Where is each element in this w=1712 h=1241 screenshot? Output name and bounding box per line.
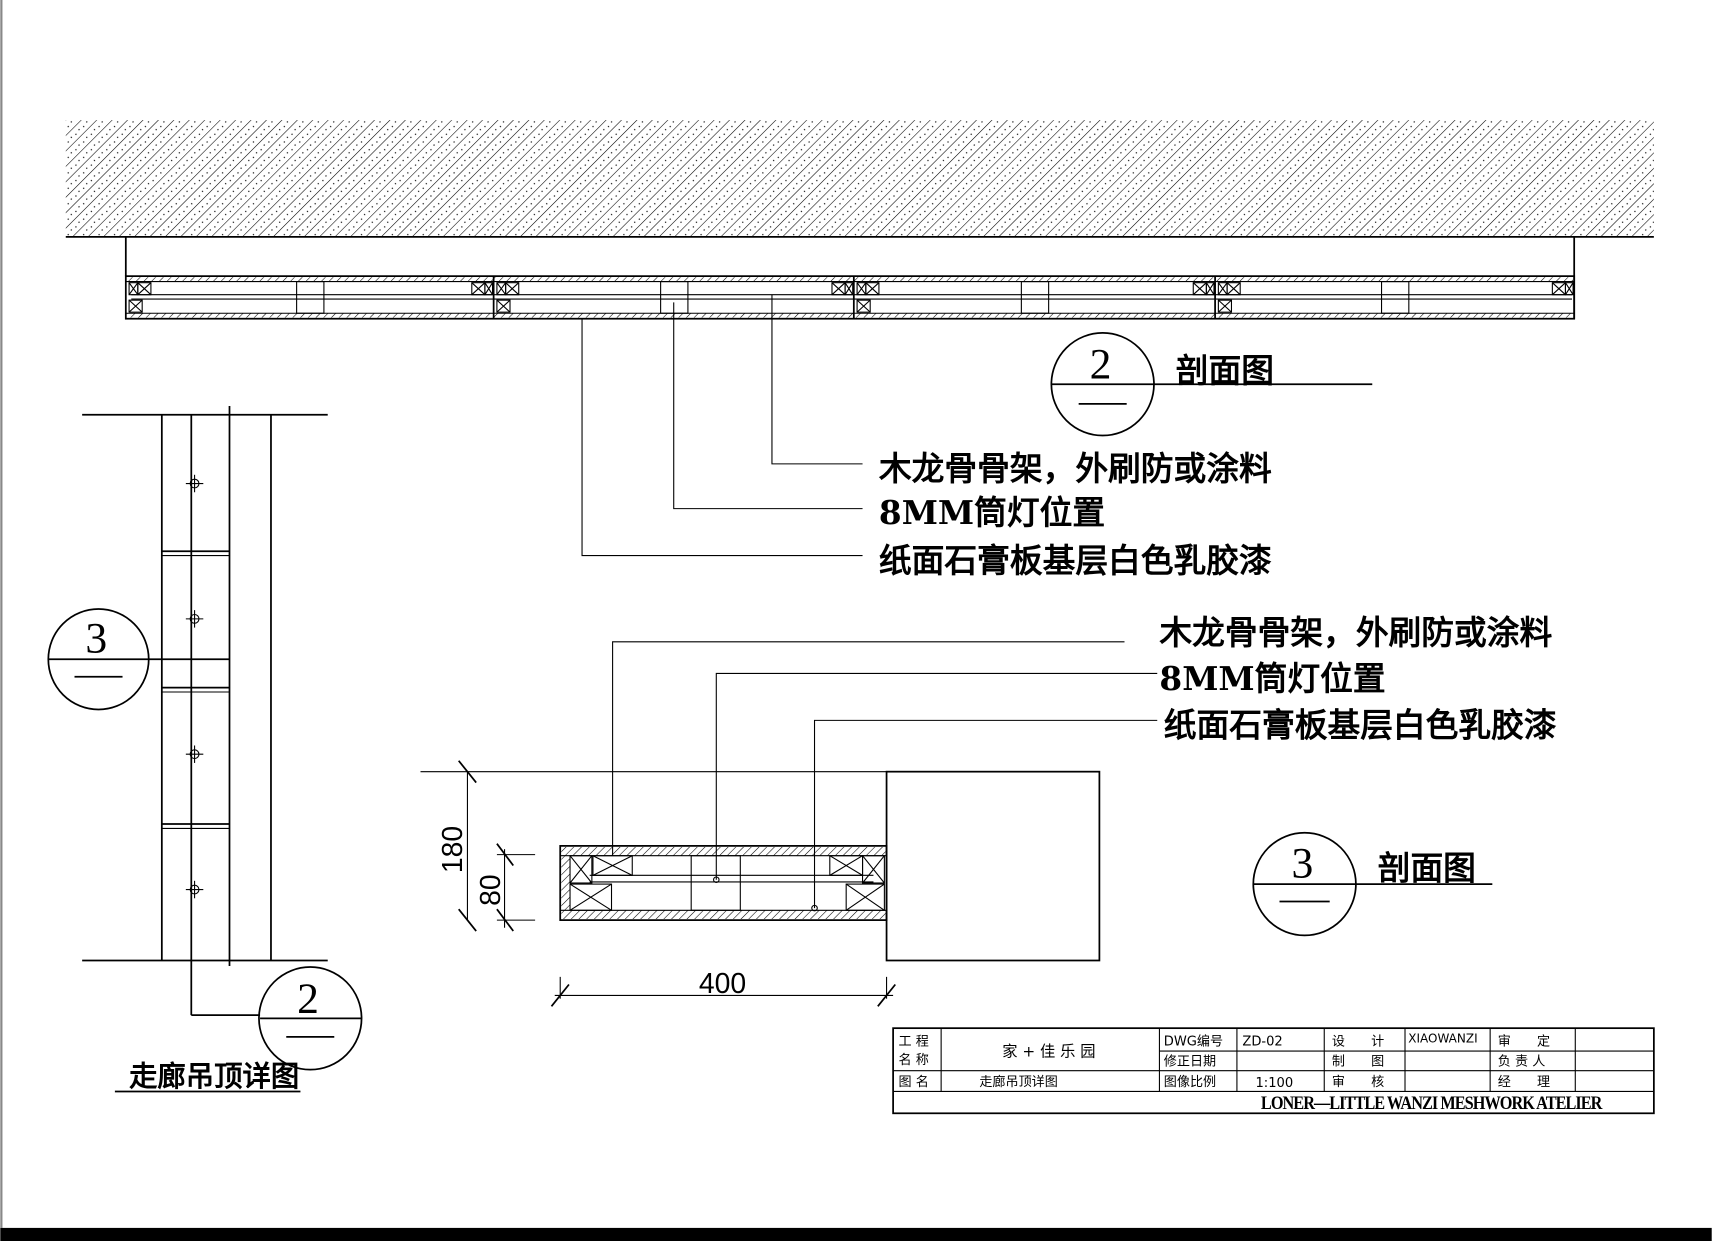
svg-text:2: 2 [297,975,319,1023]
title-block: 工 程 名 称 家 + 佳 乐 园 图 名 走廊吊顶详图 DWG编号 ZD-02… [892,1027,1655,1115]
note-gypsum-board-3: 纸面石膏板基层白色乳胶漆 [1164,706,1557,745]
svg-text:设 计: 设 计 [1332,1034,1384,1050]
svg-text:审 定: 审 定 [1498,1034,1550,1050]
dim-80: 80 [475,874,507,906]
svg-text:工 程: 工 程 [899,1034,929,1050]
frame-bottom-bar [0,1227,1712,1241]
note-wood-frame-3: 木龙骨骨架，外刷防或涂料 [1158,613,1552,652]
brand-text: LONER—LITTLE WANZI MESHWORK ATELIER [1261,1093,1603,1114]
corridor-ceiling-plan: 3 2 走廊吊顶详图 [47,406,363,1093]
scale-value: 1:100 [1255,1076,1293,1091]
concrete-wall [885,770,1101,962]
ceiling-strip [124,275,1576,320]
svg-text:图像比例: 图像比例 [1164,1074,1216,1090]
svg-text:审 核: 审 核 [1332,1074,1384,1090]
drawing-name: 走廊吊顶详图 [979,1073,1057,1090]
svg-text:2: 2 [1090,341,1112,389]
svg-text:制 图: 制 图 [1332,1053,1384,1069]
svg-text:剖面图: 剖面图 [1176,351,1274,390]
section-3-drawing: 木龙骨骨架，外刷防或涂料 8MM筒灯位置 纸面石膏板基层白色乳胶漆 180 80… [420,613,1557,1007]
concrete-slab [65,120,1654,237]
note-wood-frame: 木龙骨骨架，外刷防或涂料 [878,449,1272,488]
dim-180: 180 [437,826,469,873]
designer: XIAOWANZI [1408,1031,1477,1045]
svg-text:3: 3 [1291,840,1313,888]
svg-text:图 名: 图 名 [899,1074,929,1090]
dim-400: 400 [699,968,746,1000]
section-3-callout: 3 剖面图 [1252,831,1493,937]
note-downlight-3: 8MM筒灯位置 [1159,659,1385,698]
plan-callout-3: 3 [47,608,230,711]
note-downlight: 8MM筒灯位置 [879,493,1105,532]
dwg-number: ZD-02 [1242,1035,1282,1050]
svg-text:DWG编号: DWG编号 [1164,1034,1223,1050]
plan-callout-2: 2 [258,966,363,1071]
section-2-drawing: 木龙骨骨架，外刷防或涂料 8MM筒灯位置 纸面石膏板基层白色乳胶漆 2 剖面图 [65,120,1654,580]
svg-text:剖面图: 剖面图 [1378,849,1476,888]
svg-text:修正日期: 修正日期 [1164,1053,1216,1069]
svg-text:负 责 人: 负 责 人 [1498,1053,1546,1069]
section-2-callout: 2 剖面图 [1050,332,1373,437]
project-name: 家 + 佳 乐 园 [1002,1043,1095,1061]
plan-title: 走廊吊顶详图 [129,1059,299,1093]
svg-text:名 称: 名 称 [899,1052,929,1068]
svg-text:经 理: 经 理 [1498,1074,1550,1090]
svg-text:3: 3 [85,615,107,663]
note-gypsum-board: 纸面石膏板基层白色乳胶漆 [879,541,1272,580]
